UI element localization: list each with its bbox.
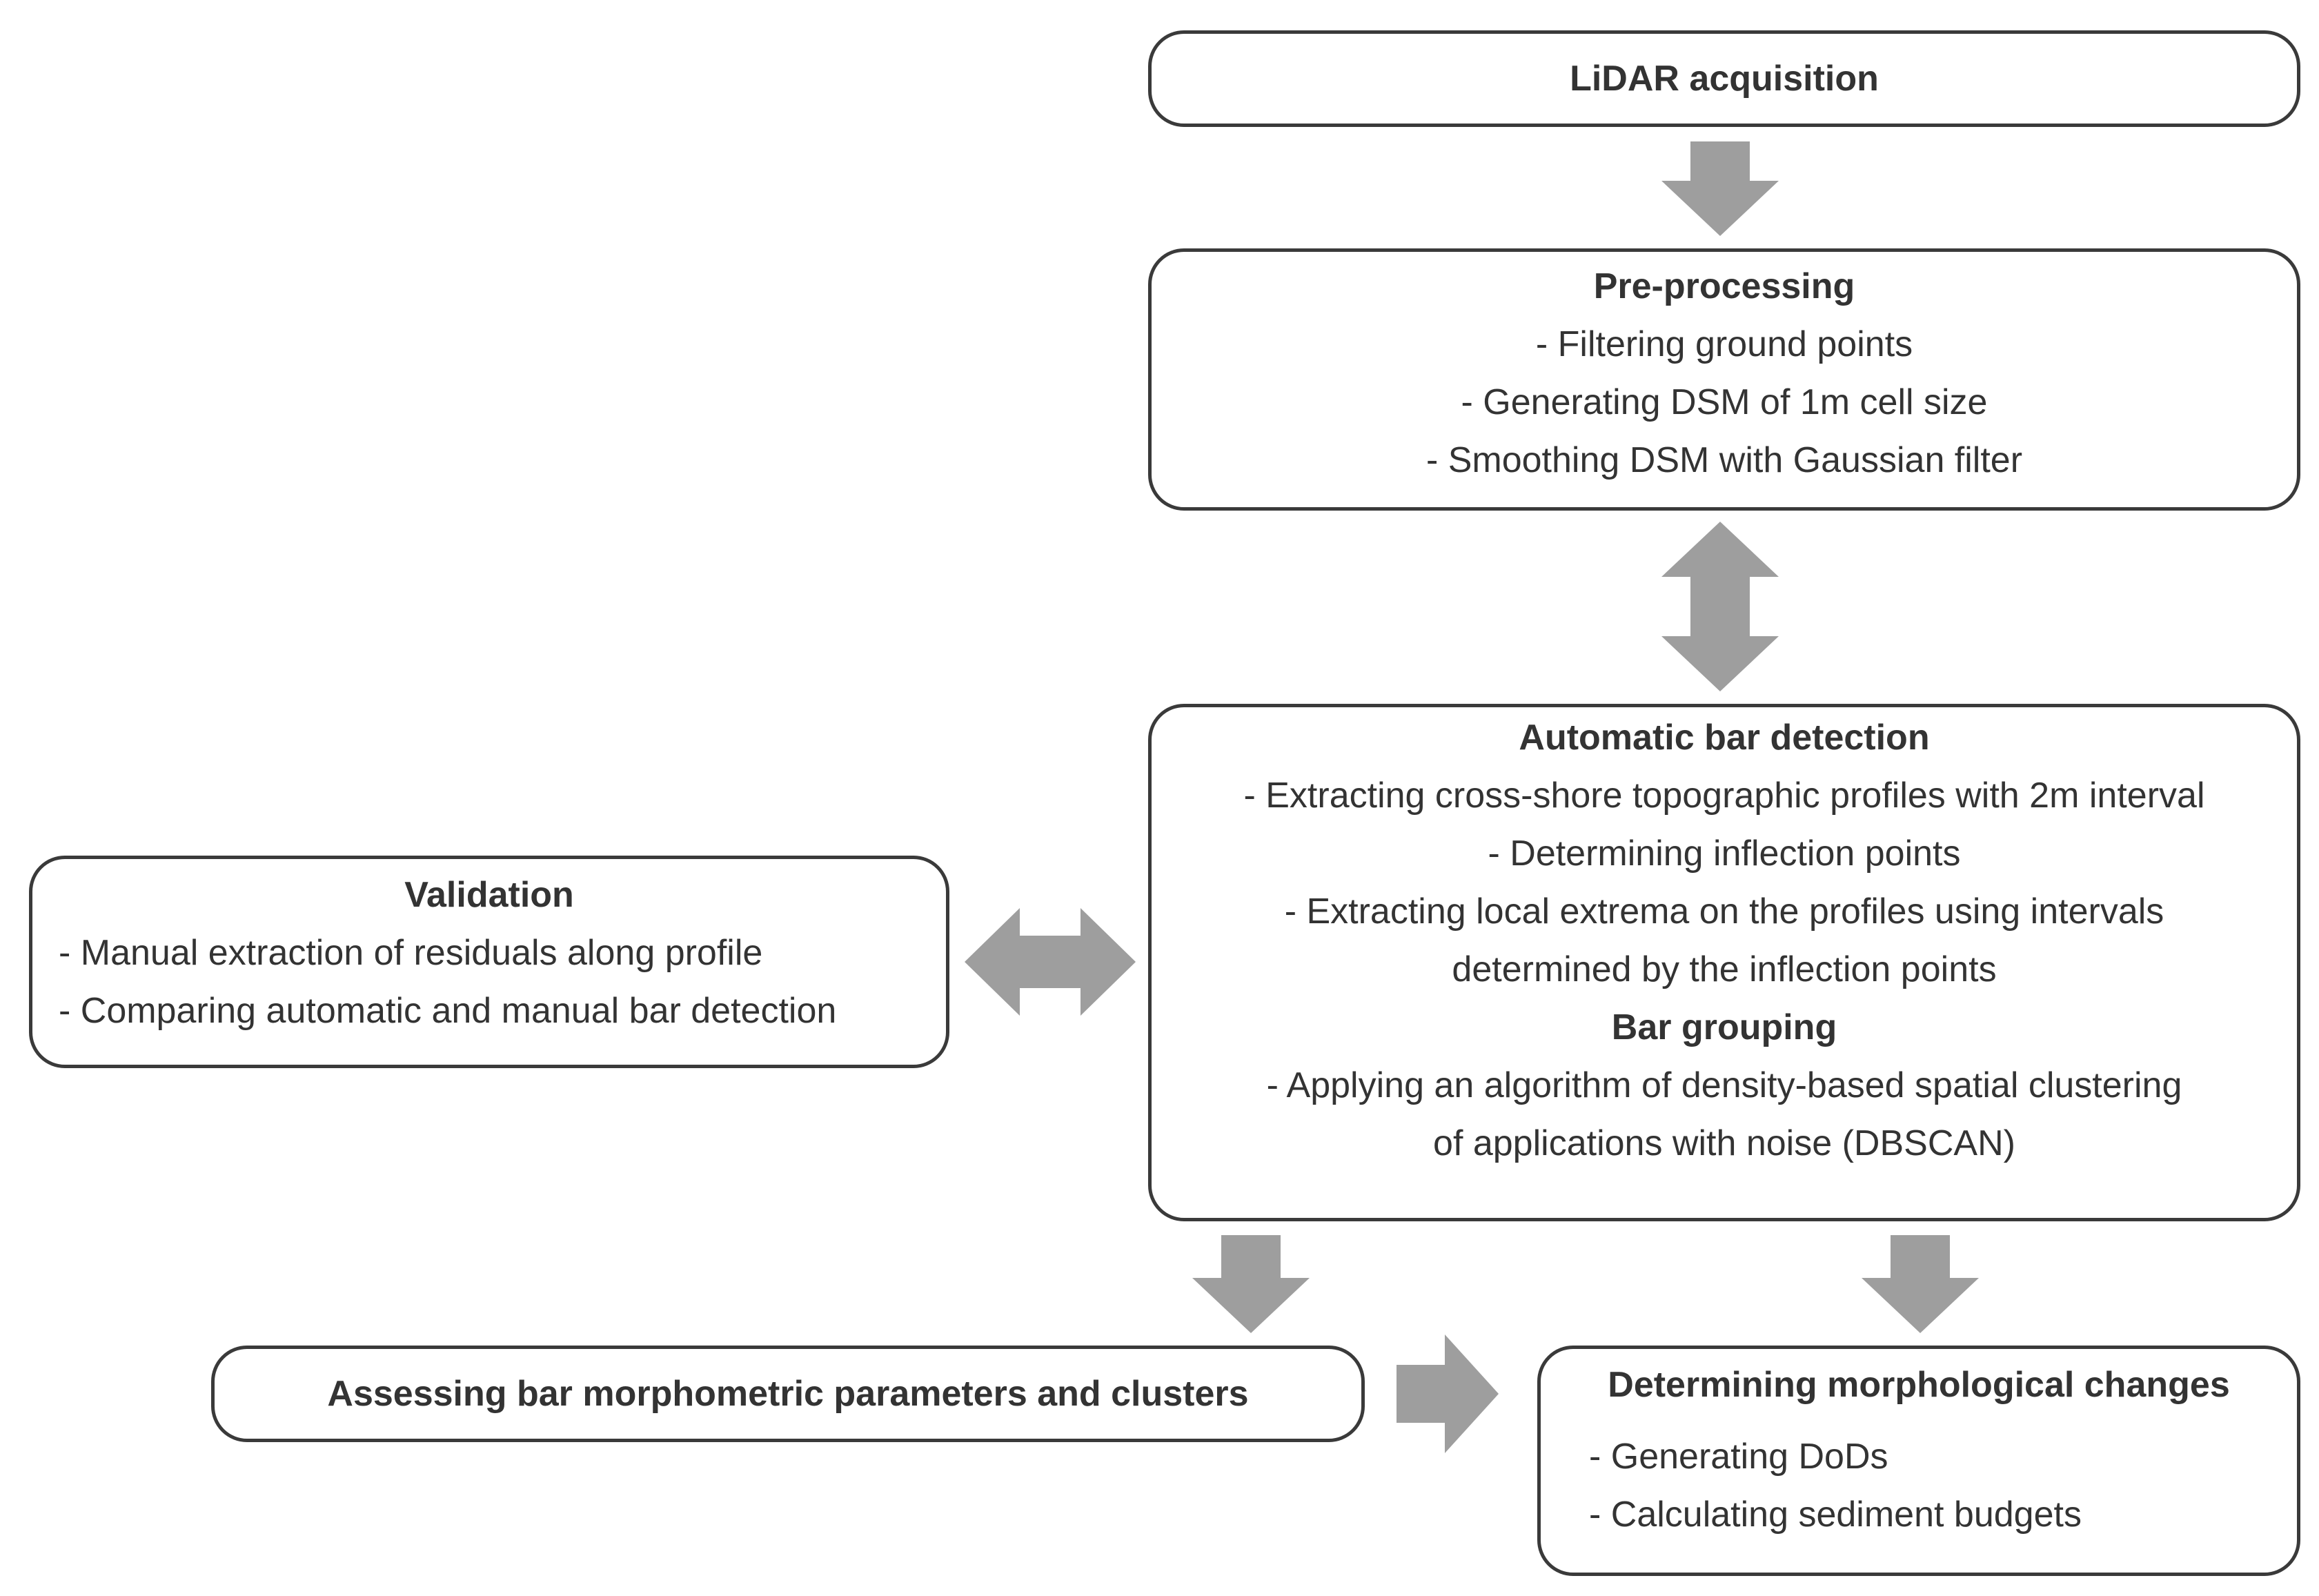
- morphological-step: - Calculating sediment budgets: [1589, 1495, 2082, 1535]
- arrow-assessing-to-morphological: [1397, 1334, 1499, 1453]
- validation-title: Validation: [404, 875, 574, 915]
- automatic-step: - Extracting local extrema on the profil…: [1284, 891, 2164, 932]
- arrow-automatic-to-assessing: [1192, 1235, 1310, 1333]
- arrow-validation-automatic-double: [965, 908, 1136, 1016]
- automatic-step: determined by the inflection points: [1452, 949, 1997, 989]
- lidar-acquisition-box: LiDAR acquisition: [1148, 30, 2300, 127]
- arrow-preprocessing-automatic-double: [1661, 522, 1779, 691]
- automatic-bar-detection-box: Automatic bar detection - Extracting cro…: [1148, 704, 2300, 1221]
- arrow-lidar-to-preprocessing: [1661, 141, 1779, 236]
- lidar-acquisition-title: LiDAR acquisition: [1570, 59, 1879, 99]
- morphological-changes-title: Determining morphological changes: [1608, 1365, 2230, 1405]
- preprocessing-step: - Generating DSM of 1m cell size: [1461, 382, 1988, 422]
- preprocessing-step: - Filtering ground points: [1535, 324, 1913, 364]
- arrow-automatic-to-morphological: [1862, 1235, 1979, 1333]
- automatic-step: - Determining inflection points: [1488, 834, 1961, 874]
- preprocessing-step: - Smoothing DSM with Gaussian filter: [1425, 440, 2023, 480]
- validation-step: - Comparing automatic and manual bar det…: [59, 991, 837, 1031]
- morphological-changes-box: Determining morphological changes - Gene…: [1537, 1346, 2300, 1576]
- validation-box: Validation - Manual extraction of residu…: [29, 856, 949, 1068]
- morphological-step: - Generating DoDs: [1589, 1437, 1888, 1477]
- bar-grouping-title: Bar grouping: [1611, 1007, 1837, 1047]
- automatic-step: - Extracting cross-shore topographic pro…: [1243, 776, 2205, 816]
- bar-grouping-step: of applications with noise (DBSCAN): [1433, 1123, 2015, 1163]
- preprocessing-box: Pre-processing - Filtering ground points…: [1148, 248, 2300, 511]
- bar-grouping-step: - Applying an algorithm of density-based…: [1266, 1065, 2182, 1105]
- assessing-box: Assessing bar morphometric parameters an…: [211, 1346, 1365, 1442]
- automatic-bar-detection-title: Automatic bar detection: [1519, 718, 1930, 758]
- assessing-title: Assessing bar morphometric parameters an…: [327, 1374, 1249, 1414]
- preprocessing-title: Pre-processing: [1593, 266, 1855, 306]
- validation-step: - Manual extraction of residuals along p…: [59, 933, 763, 973]
